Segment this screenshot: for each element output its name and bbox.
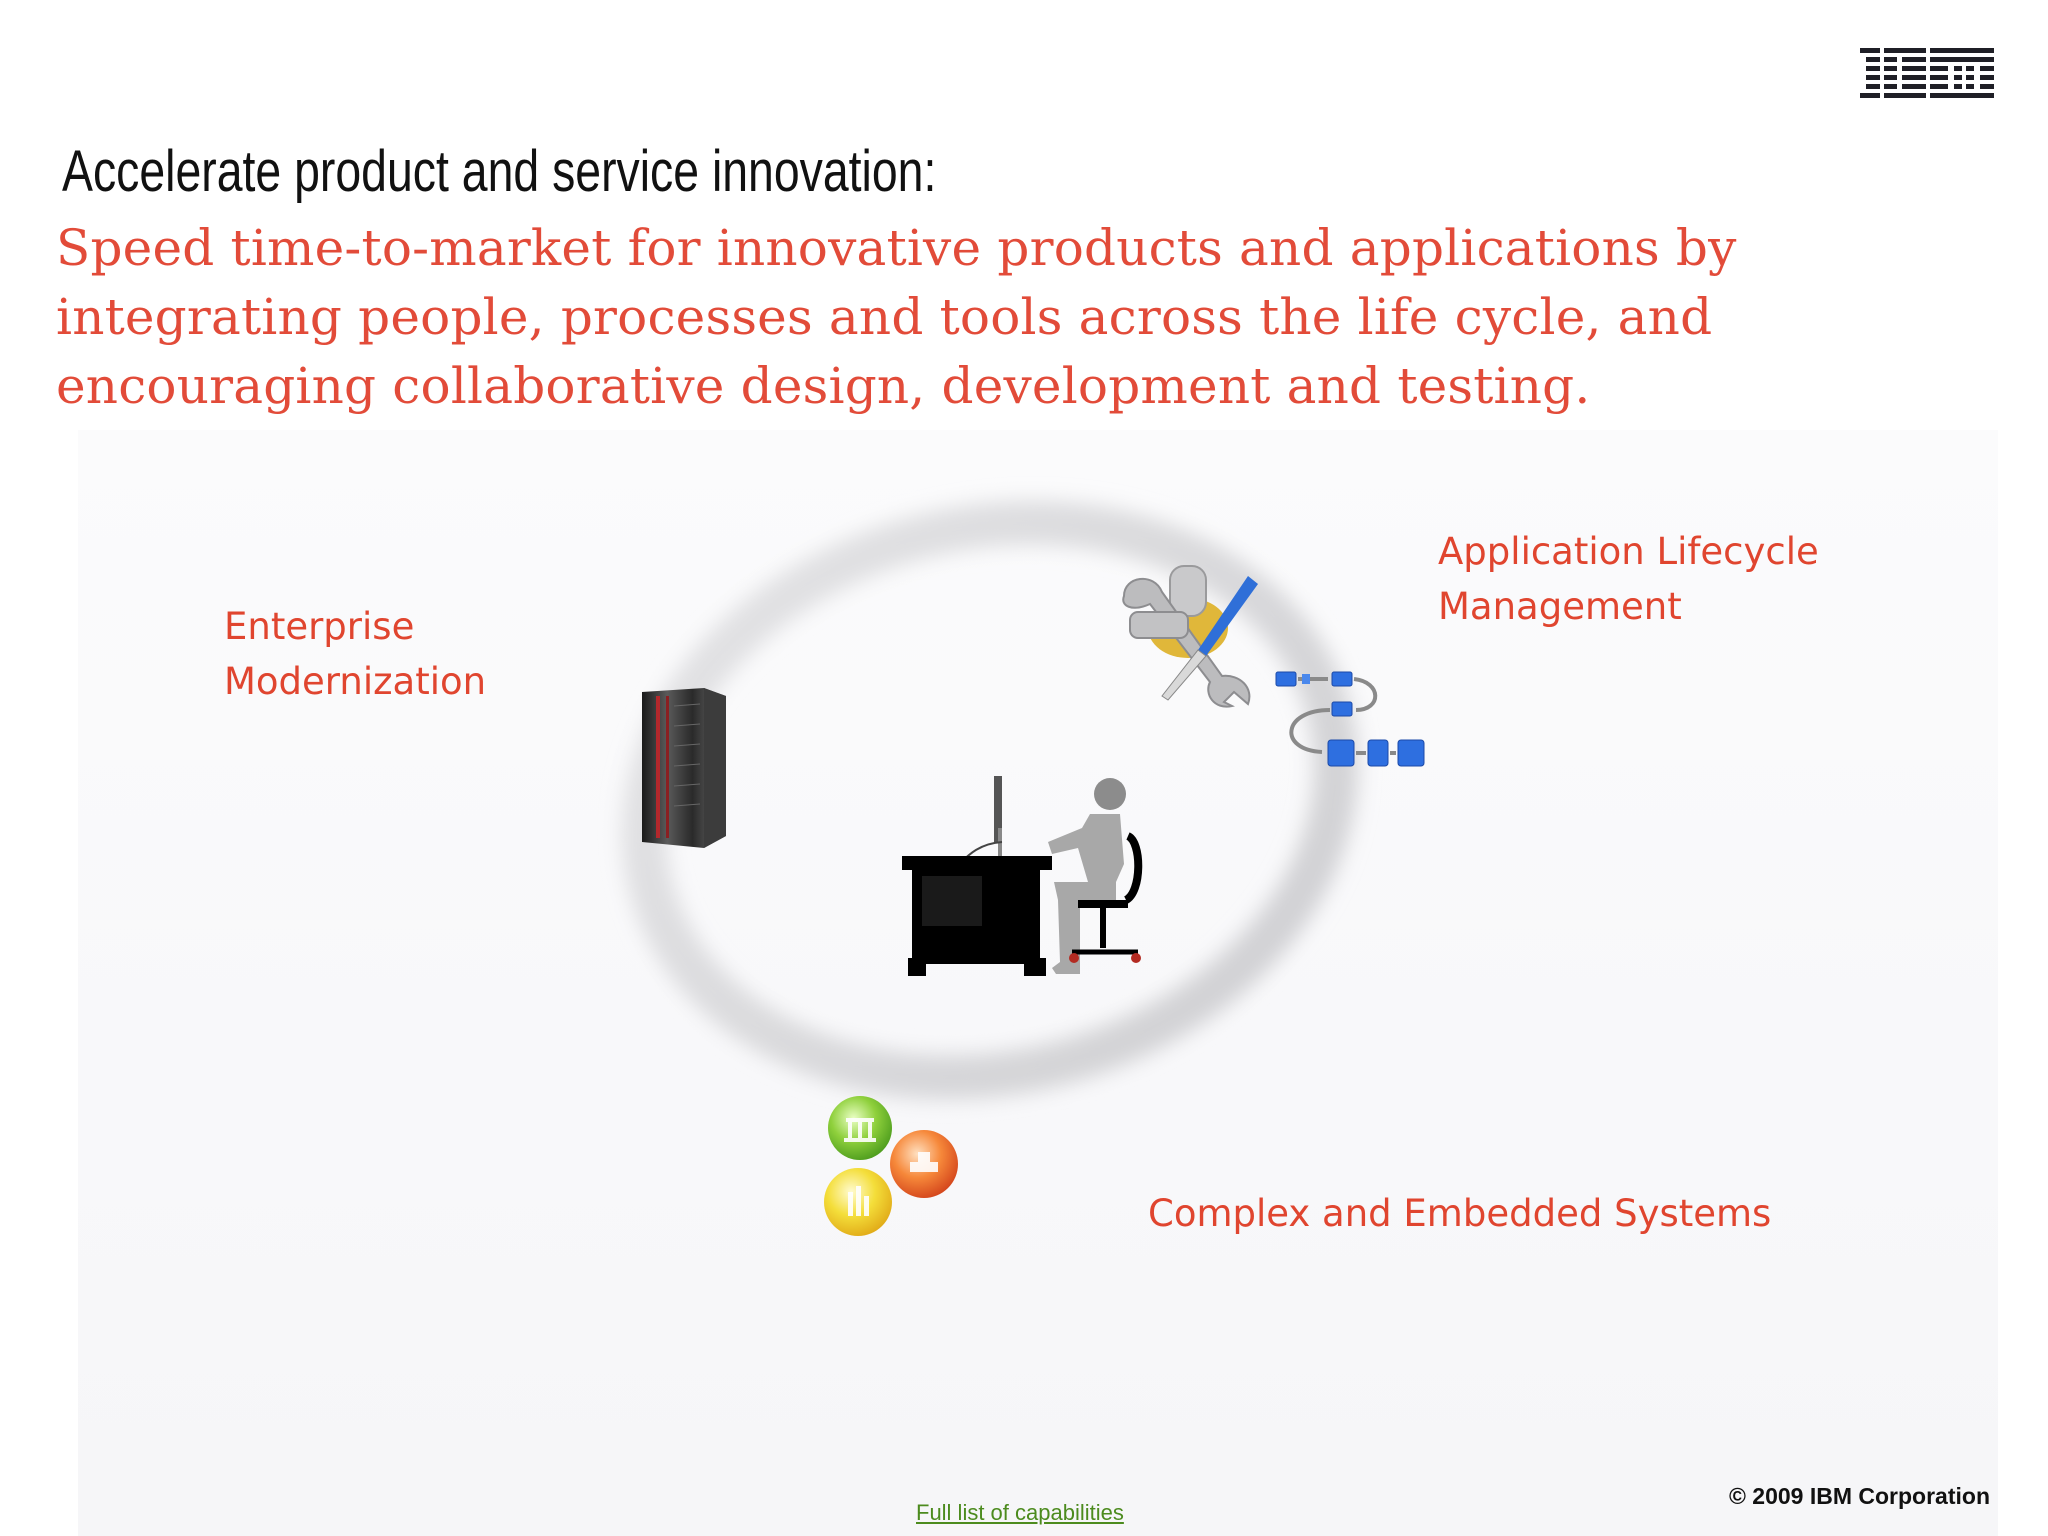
lifecycle-ring bbox=[622, 500, 1358, 1100]
slide-subtitle: Speed time-to-market for innovative prod… bbox=[56, 219, 1737, 415]
capability-complex-embedded-systems: Complex and Embedded Systems bbox=[1148, 1192, 1772, 1235]
capability-application-lifecycle-management: Application Lifecycle Management bbox=[1438, 530, 1819, 628]
slide-title: Accelerate product and service innovatio… bbox=[62, 139, 937, 204]
full-list-of-capabilities-link[interactable]: Full list of capabilities bbox=[916, 1500, 1124, 1525]
slide-background bbox=[78, 430, 1998, 1536]
capability-enterprise-modernization: Enterprise Modernization bbox=[224, 605, 487, 703]
copyright-notice: © 2009 IBM Corporation bbox=[1728, 1483, 1990, 1509]
mainframe-server-icon bbox=[642, 688, 726, 848]
developer-at-desk-icon bbox=[902, 776, 1143, 976]
wrench-screwdriver-icon bbox=[1122, 565, 1258, 708]
industry-orbs-icon bbox=[824, 1096, 958, 1236]
ibm-logo bbox=[1860, 48, 1994, 104]
process-flow-icon bbox=[1275, 671, 1425, 767]
